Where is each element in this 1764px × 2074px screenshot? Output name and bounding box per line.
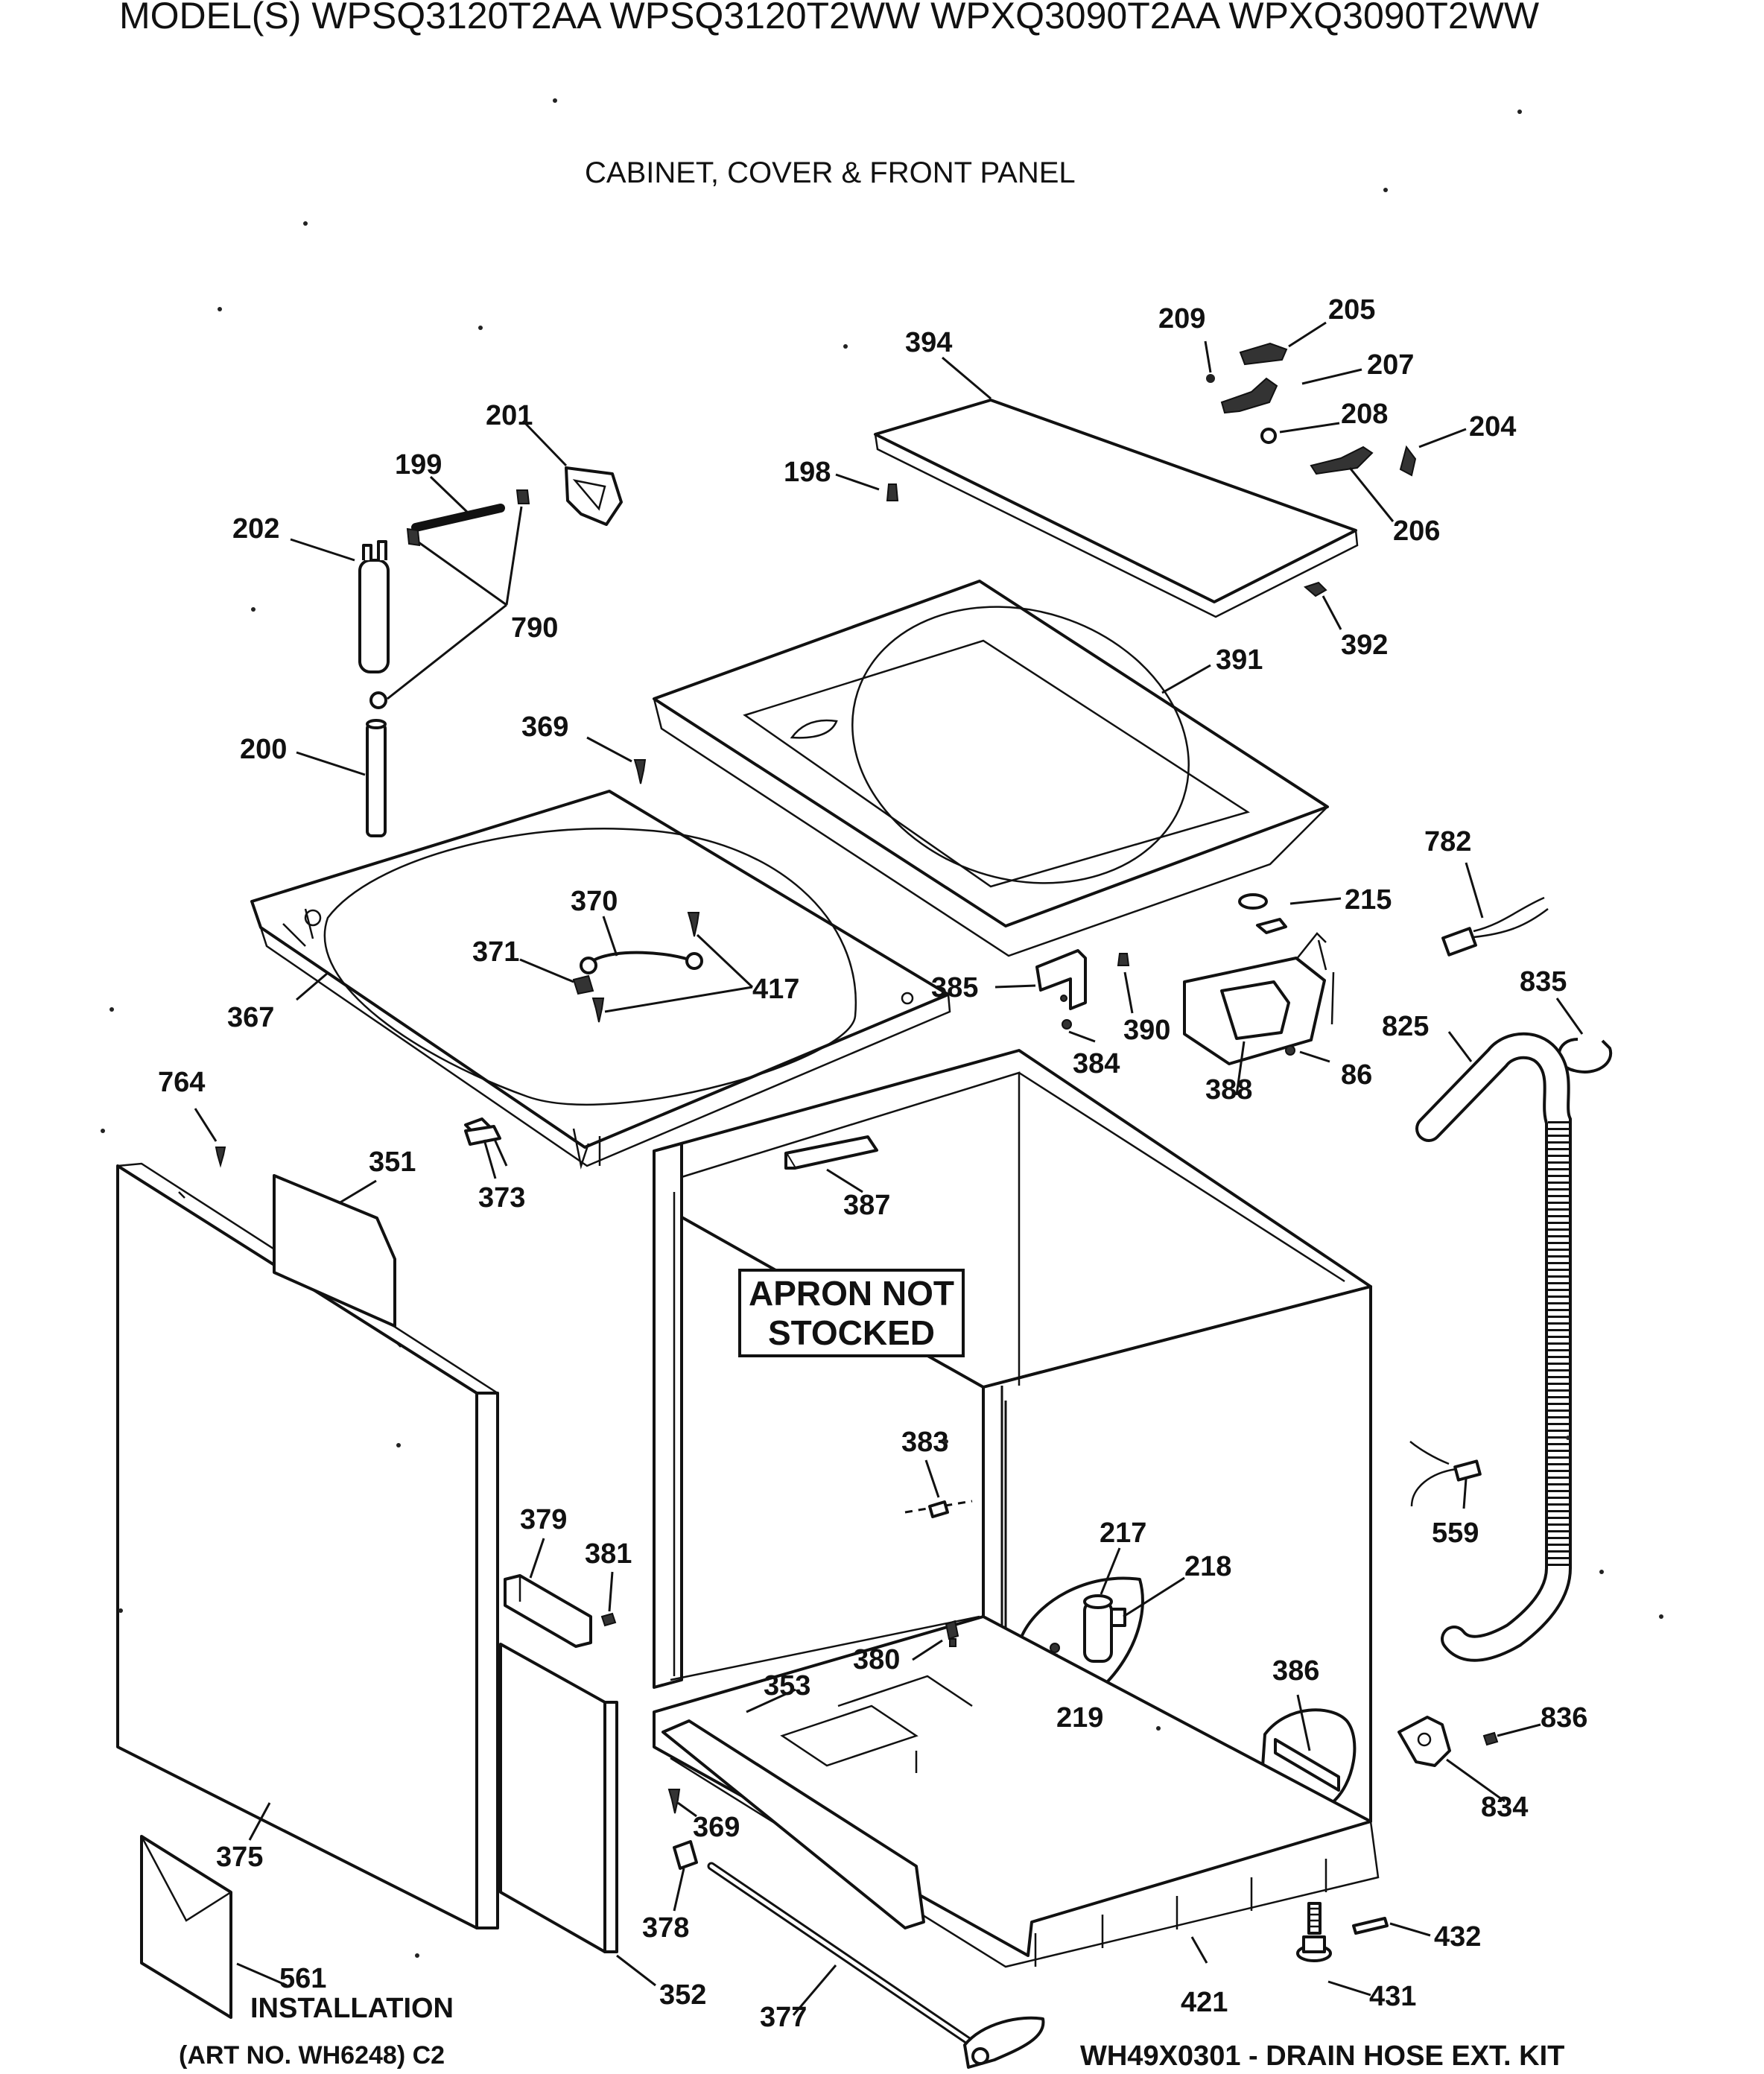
- label-836: 836: [1541, 1702, 1587, 1734]
- label-371: 371: [472, 936, 519, 968]
- harness-782: [1441, 896, 1549, 957]
- handle-387: [784, 1135, 878, 1170]
- label-205: 205: [1328, 294, 1375, 326]
- tub-ring-367: [250, 790, 951, 1170]
- label-561: 561: [279, 1963, 326, 1994]
- label-391: 391: [1216, 644, 1263, 676]
- label-352: 352: [659, 1979, 706, 2011]
- insulation-351: [273, 1174, 396, 1328]
- rod-377: [707, 1862, 1045, 2069]
- label-200: 200: [240, 734, 287, 765]
- pin-432: [1352, 1917, 1389, 1935]
- label-764: 764: [158, 1067, 205, 1098]
- pin-383: [904, 1500, 973, 1518]
- label-381: 381: [585, 1538, 632, 1570]
- art-number: (ART NO. WH6248) C2: [179, 2041, 445, 2070]
- label-215: 215: [1345, 884, 1392, 916]
- bracket-201: [565, 466, 623, 526]
- label-559: 559: [1432, 1518, 1479, 1549]
- label-421: 421: [1181, 1987, 1228, 2018]
- rod-200: [366, 719, 387, 837]
- strip-379: [504, 1574, 592, 1648]
- label-208: 208: [1341, 399, 1388, 430]
- label-835: 835: [1520, 966, 1567, 998]
- drain-hose-kit-note: WH49X0301 - DRAIN HOSE EXT. KIT: [1080, 2040, 1564, 2072]
- label-206: 206: [1393, 516, 1440, 547]
- label-353: 353: [764, 1670, 810, 1702]
- label-782: 782: [1424, 826, 1471, 857]
- label-394: 394: [905, 327, 952, 358]
- label-369-bottom: 369: [693, 1812, 740, 1843]
- label-207: 207: [1367, 349, 1414, 381]
- label-219: 219: [1056, 1702, 1103, 1734]
- hinge-385: [1035, 949, 1087, 1030]
- apron-notice-line1: APRON NOT: [749, 1274, 954, 1313]
- front-panel-375: [116, 1162, 499, 1929]
- label-378: 378: [642, 1912, 689, 1944]
- bracket-834: [1397, 1716, 1499, 1767]
- model-title: MODEL(S) WPSQ3120T2AA WPSQ3120T2WW WPXQ3…: [119, 0, 1540, 37]
- installation-envelope-561: [140, 1835, 232, 2019]
- label-209: 209: [1158, 303, 1205, 334]
- label-198: 198: [784, 457, 831, 488]
- top-cover-391: [653, 580, 1329, 957]
- label-386: 386: [1272, 1655, 1319, 1687]
- label-370: 370: [571, 886, 618, 917]
- label-834: 834: [1481, 1792, 1528, 1823]
- label-86: 86: [1341, 1059, 1372, 1091]
- label-217: 217: [1100, 1518, 1146, 1549]
- apron-notice: APRON NOT STOCKED: [738, 1269, 965, 1357]
- label-387: 387: [843, 1190, 890, 1221]
- label-431: 431: [1369, 1981, 1416, 2012]
- label-825: 825: [1382, 1011, 1429, 1042]
- installation-label: INSTALLATION: [250, 1993, 454, 2024]
- label-218: 218: [1184, 1551, 1231, 1582]
- label-369-top: 369: [521, 711, 568, 743]
- label-383: 383: [901, 1427, 948, 1458]
- front-rail-353: [662, 1719, 925, 1929]
- label-388: 388: [1205, 1074, 1252, 1106]
- label-351: 351: [369, 1147, 416, 1178]
- label-432: 432: [1434, 1921, 1481, 1953]
- shock-absorber-202: [358, 540, 390, 709]
- rod-199: [411, 504, 505, 532]
- drain-hose-825: [1415, 1032, 1572, 1662]
- label-199: 199: [395, 449, 442, 481]
- label-384: 384: [1073, 1048, 1120, 1079]
- bushing-378: [673, 1840, 698, 1870]
- label-379: 379: [520, 1504, 567, 1535]
- clip-373: [464, 1125, 501, 1146]
- label-201: 201: [486, 400, 533, 431]
- scan-specks: [101, 98, 1663, 1958]
- toe-panel-352: [499, 1643, 618, 1953]
- label-373: 373: [478, 1182, 525, 1214]
- label-390: 390: [1123, 1015, 1170, 1046]
- apron-notice-line2: STOCKED: [768, 1313, 935, 1352]
- label-367: 367: [227, 1002, 274, 1033]
- label-392: 392: [1341, 630, 1388, 661]
- label-375: 375: [216, 1842, 263, 1873]
- label-202: 202: [232, 513, 279, 545]
- label-790: 790: [511, 612, 558, 644]
- label-385: 385: [931, 972, 978, 1003]
- section-title: CABINET, COVER & FRONT PANEL: [585, 156, 1076, 189]
- label-204: 204: [1469, 411, 1516, 443]
- leveling-leg-431: [1296, 1902, 1332, 1962]
- wire-559: [1409, 1441, 1482, 1507]
- label-380: 380: [853, 1644, 900, 1675]
- part-labels: 394 209 205 207 208 204 206 198 201 199 …: [158, 294, 1587, 2033]
- label-417: 417: [752, 974, 799, 1005]
- lid-394: [874, 399, 1359, 618]
- label-377: 377: [760, 2002, 807, 2033]
- clamp-835: [1558, 1038, 1613, 1074]
- lid-switch-388: [1183, 893, 1335, 1065]
- hinge-parts-top-right: [1206, 342, 1417, 597]
